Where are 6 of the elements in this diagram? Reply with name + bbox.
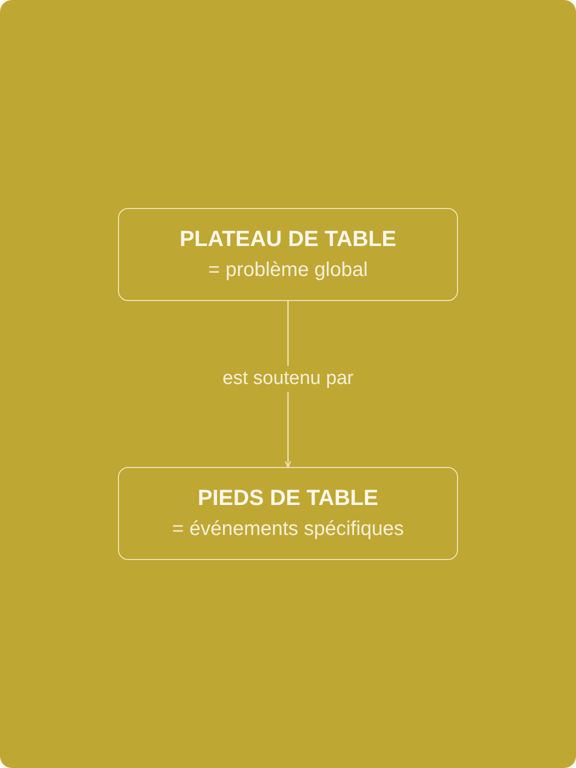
process-box bbox=[118, 208, 458, 301]
box-heading: PIEDS DE TABLE bbox=[198, 484, 378, 512]
box-heading: PLATEAU DE TABLE bbox=[180, 224, 396, 252]
box-description: = problème global bbox=[208, 258, 368, 282]
process-box bbox=[118, 467, 458, 560]
box-description: = événements spécifiques bbox=[172, 516, 404, 542]
